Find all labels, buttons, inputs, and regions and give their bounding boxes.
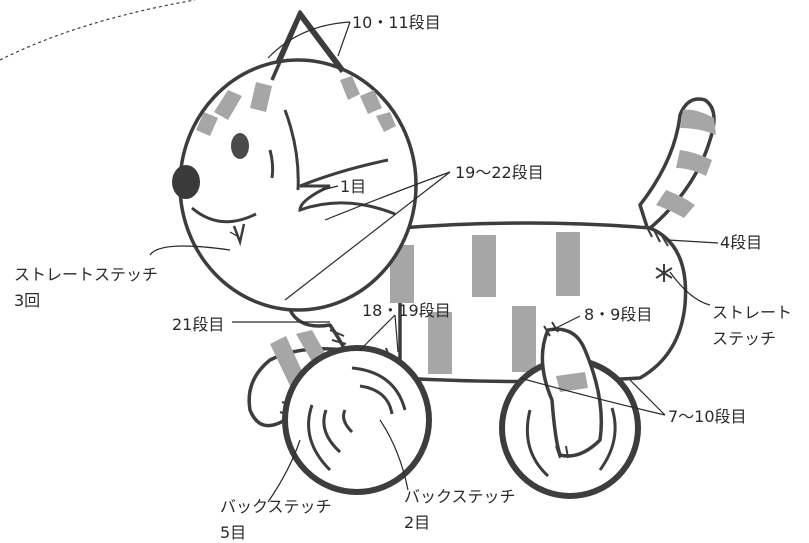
label-tail: 4段目 [720,233,762,252]
straight-stitch-mark [655,264,673,282]
label-wheel-right-line1: バックステッチ [404,487,516,506]
label-tail-stitch-line2: ステッチ [712,329,776,348]
dashed-arc [0,0,196,61]
label-wheel-right-line2: 2目 [404,513,430,532]
body [390,221,688,384]
label-mouth: 1目 [340,177,366,196]
label-mouth-stitch-line2: 3回 [14,291,40,310]
label-front-leg-stripe: 18・19段目 [362,301,451,320]
label-head-join: 19〜22段目 [455,163,544,182]
wheel-left [282,345,432,495]
head [172,10,418,312]
label-front-leg: 21段目 [172,315,224,334]
tail [638,97,716,232]
label-mouth-stitch-line1: ストレートステッチ [14,265,158,284]
leader-lines [149,21,719,503]
label-wheel-left-line1: バックステッチ [220,497,332,516]
label-wheels: 7〜10段目 [668,407,747,426]
label-ears: 10・11段目 [352,13,441,32]
label-back-leg: 8・9段目 [584,305,652,324]
label-tail-stitch-line1: ストレート [712,303,792,322]
label-wheel-left-line2: 5目 [220,523,246,542]
back-leg [540,321,604,459]
